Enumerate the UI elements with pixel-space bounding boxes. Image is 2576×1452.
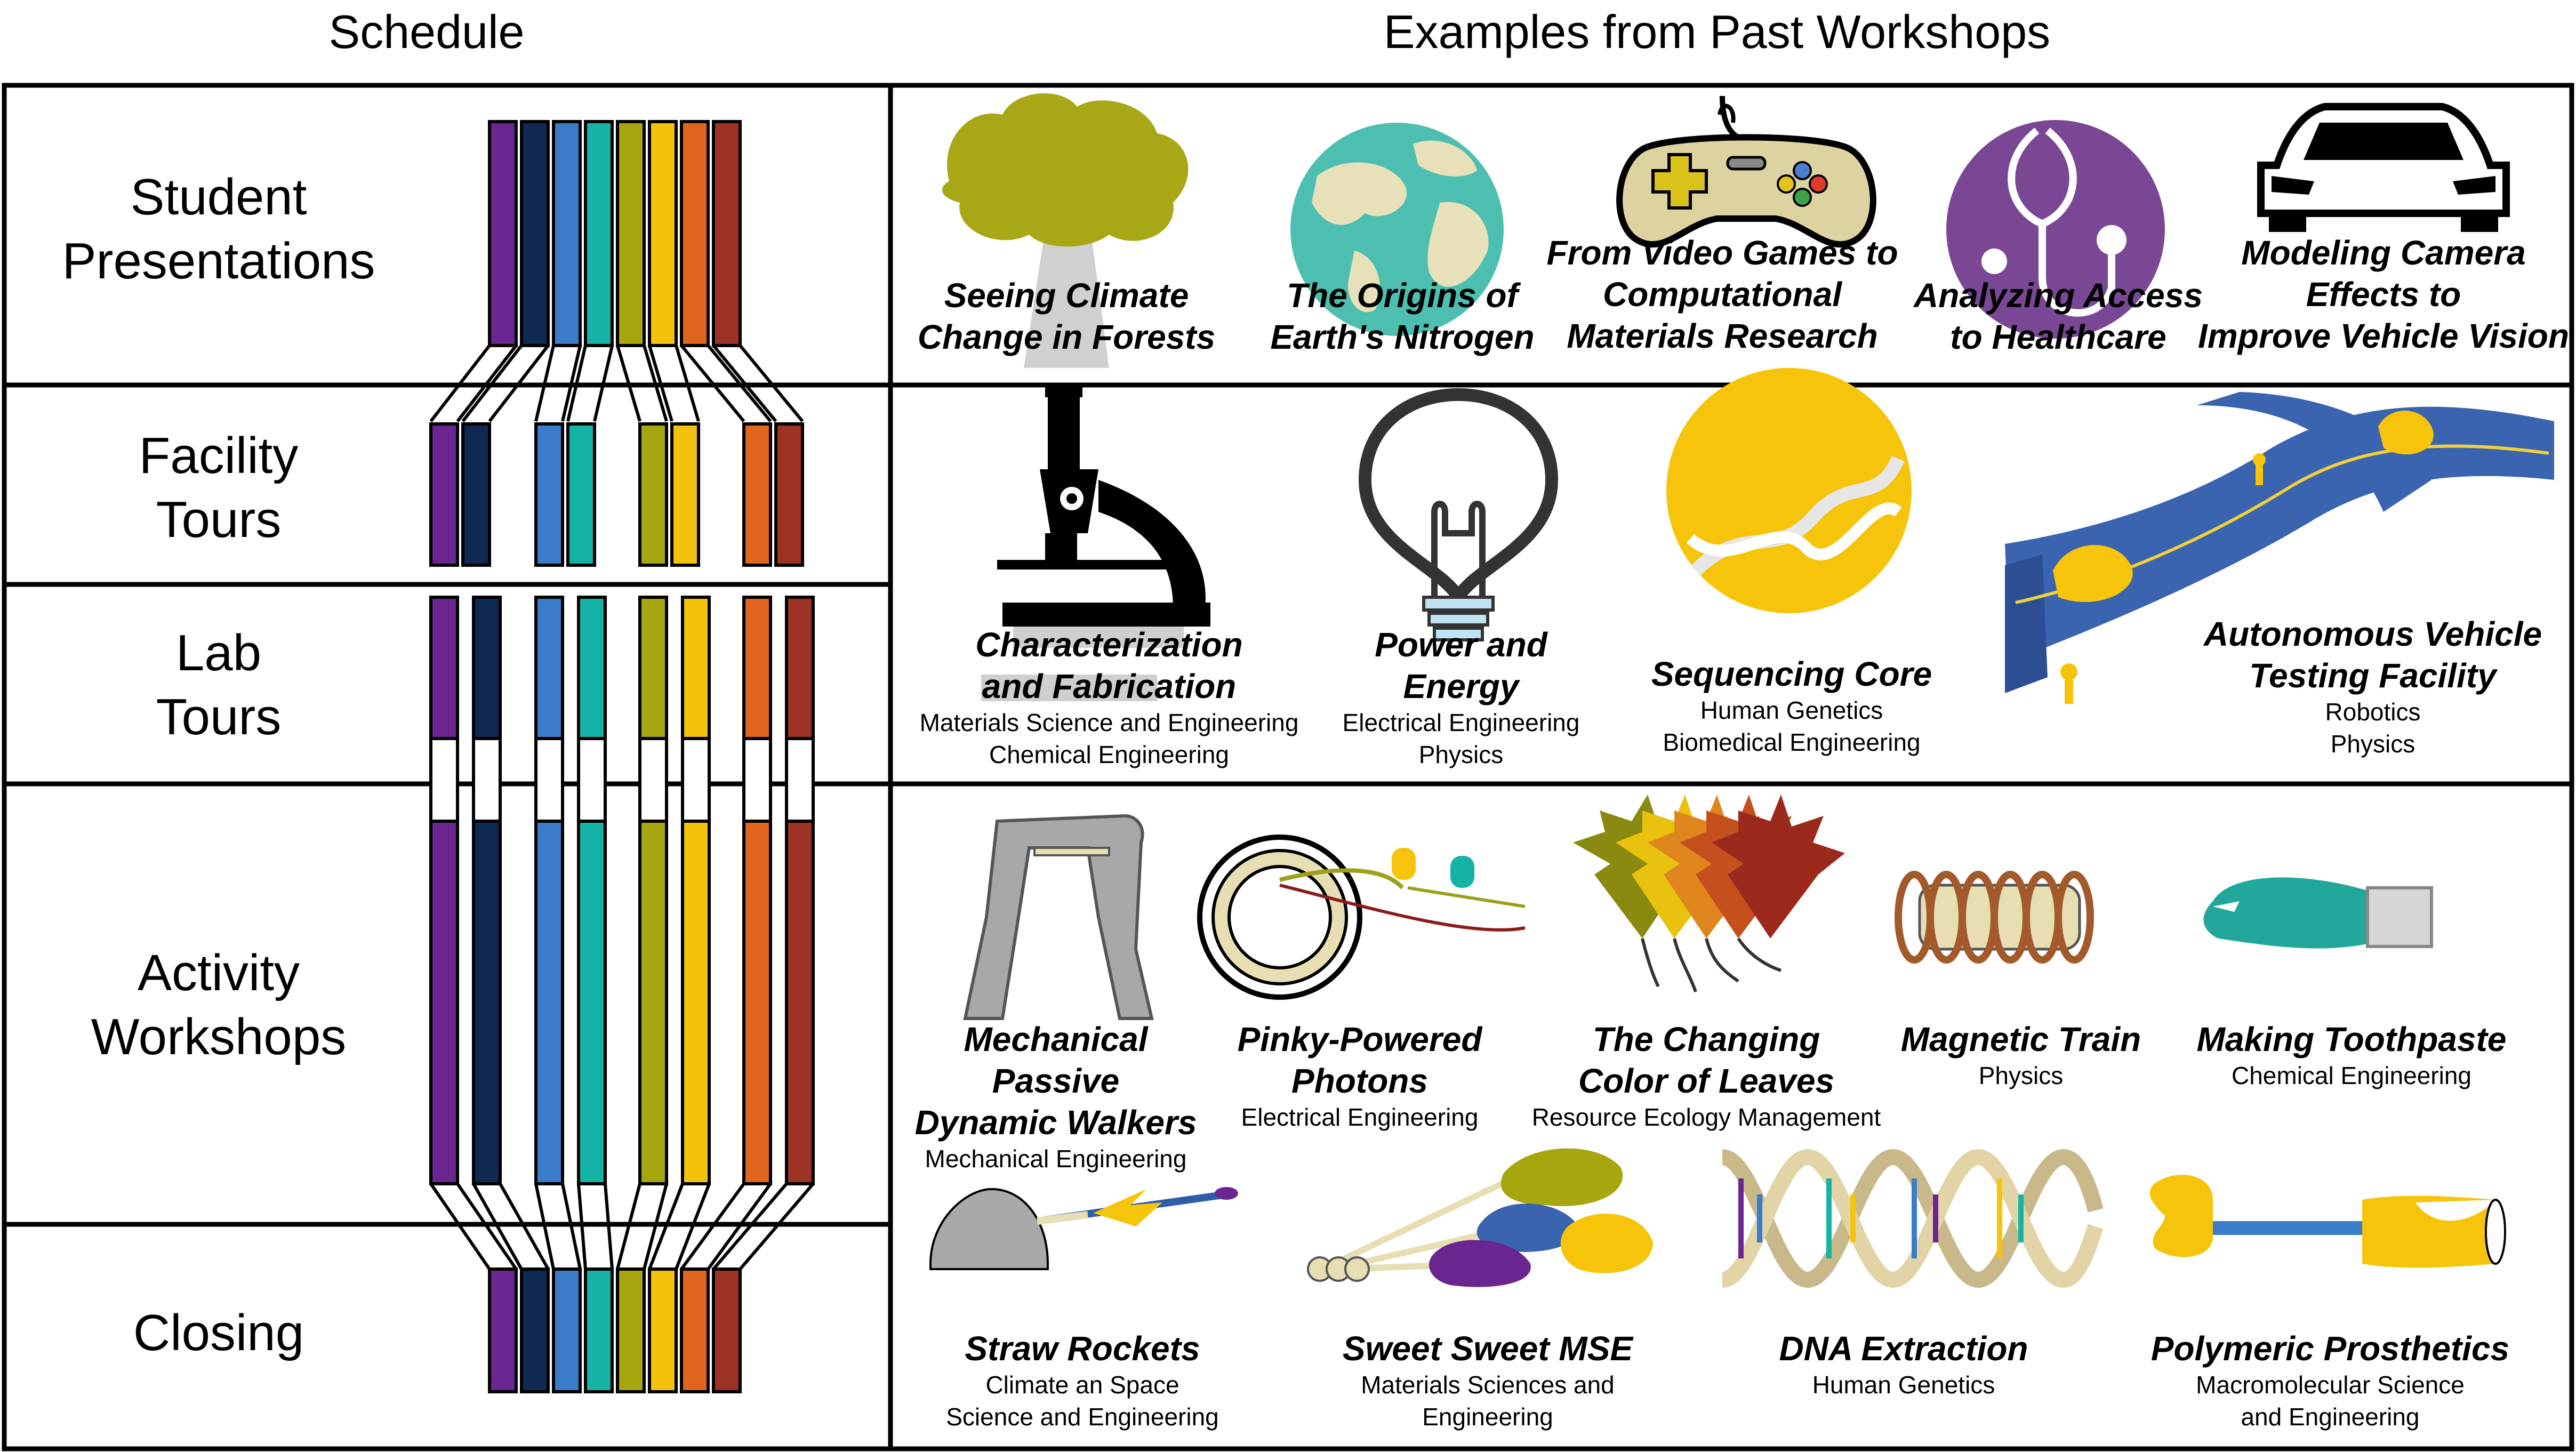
presentation-item: Analyzing Access to Healthcare [1898,275,2218,358]
presentation-item: Modeling Camera Effects to Improve Vehic… [2192,232,2575,357]
item-subtitle: Human Genetics Biomedical Engineering [1663,696,1921,756]
globe-icon [1290,123,1504,336]
schedule-strand [429,120,518,1393]
item-subtitle: Physics [1978,1062,2064,1090]
item-title: Magnetic Train [1900,1020,2141,1058]
examples-header: Examples from Past Workshops [1383,5,2051,58]
row-label-facility-tours: Facility Tours [139,427,299,548]
leaves-icon [1573,795,1845,992]
schedule-strand [680,120,772,1393]
schedule-strands [429,120,815,1393]
item-title: Characterization and Fabrication [975,625,1243,706]
presentation-item: The Origins of Earth's Nitrogen [1242,275,1562,358]
item-subtitle: Materials Science and Engineering Chemic… [919,709,1299,768]
stethoscope-icon [1946,120,2165,339]
row-label-lab-tours: Lab Tours [156,624,282,745]
item-title: The Origins of Earth's Nitrogen [1270,276,1535,357]
item-title: Modeling Camera Effects to Improve Vehic… [2198,234,2569,356]
presentation-item: From Video Games to Computational Materi… [1546,232,1898,357]
game-controller-icon [1616,95,1876,248]
row-label-presentations: Student Presentations [62,169,375,290]
schedule-strand [648,120,711,1393]
test-track-icon [2005,392,2554,704]
schedule-strand [566,120,614,1393]
lightbulb-icon [1358,388,1559,641]
toothpaste-icon [2203,877,2433,949]
schedule-strand [616,120,668,1393]
item-title: Sweet Sweet MSE [1342,1329,1633,1368]
rock-candy-icon [1307,1148,1653,1287]
row-label-activity-workshops: Activity Workshops [91,944,347,1065]
piezo-led-icon [1197,835,1526,1000]
item-title: DNA Extraction [1779,1329,2028,1368]
row-label-closing: Closing [133,1304,304,1361]
straw-rocket-icon [929,1187,1238,1270]
item-subtitle: Mechanical Engineering [925,1145,1187,1173]
item-title: Straw Rockets [965,1329,1200,1368]
item-subtitle: Electrical Engineering [1241,1103,1479,1132]
walker-icon [963,814,1154,1020]
item-subtitle: Electrical Engineering Physics [1342,709,1580,768]
item-subtitle: Climate an Space Science and Engineering [946,1371,1219,1431]
schedule-grid [2,83,2574,1451]
item-title: Autonomous Vehicle Testing Facility [2203,615,2542,695]
microscope-icon [981,387,1210,701]
item-title: From Video Games to Computational Materi… [1546,234,1898,356]
item-title: Analyzing Access to Healthcare [1914,276,2203,357]
item-title: Polymeric Prosthetics [2150,1329,2510,1368]
item-title: Sequencing Core [1651,655,1932,693]
item-title: Pinky-Powered Photons [1237,1020,1482,1101]
item-title: Power and Energy [1375,625,1547,706]
item-subtitle: Robotics Physics [2325,698,2421,758]
tree-icon [942,93,1189,368]
dna-circle-icon [1666,368,1912,613]
item-title: The Changing Color of Leaves [1578,1020,1835,1101]
schedule-strand [461,120,550,1393]
schedule-strand [534,120,582,1393]
item-title: Seeing Climate Change in Forests [917,276,1216,357]
schedule-strand [712,120,815,1393]
coil-icon [1895,871,2094,964]
item-subtitle: Resource Ecology Management [1531,1103,1881,1132]
item-subtitle: Macromolecular Science and Engineering [2196,1371,2465,1431]
item-subtitle: Materials Sciences and Engineering [1361,1371,1615,1431]
prosthetic-icon [2149,1175,2506,1268]
presentation-item: Seeing Climate Change in Forests [906,275,1226,358]
item-title: Mechanical Passive Dynamic Walkers [914,1020,1197,1142]
item-subtitle: Chemical Engineering [2231,1062,2472,1090]
item-title: Making Toothpaste [2196,1020,2507,1058]
car-icon [2257,103,2510,232]
schedule-header: Schedule [328,5,525,58]
item-subtitle: Human Genetics [1812,1371,1995,1399]
dna-helix-icon [1721,1149,2104,1288]
